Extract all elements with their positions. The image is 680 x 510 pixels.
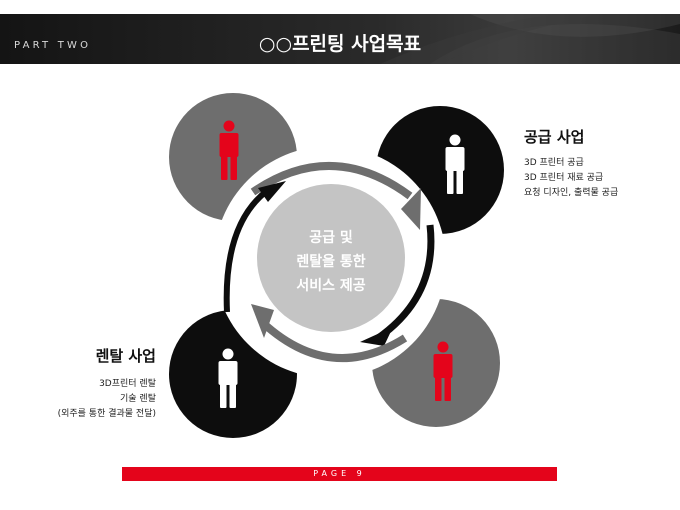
rental-item: 3D프린터 렌탈 (99, 379, 156, 389)
arrow-left-head (258, 181, 286, 202)
page-title: ○○프린팅 사업목표 (258, 33, 422, 55)
header-texture (380, 14, 680, 64)
part-label: PART TWO (14, 40, 92, 51)
supply-item: 요청 디자인, 출력물 공급 (524, 188, 619, 198)
arrow-right-head (360, 327, 393, 346)
arrow-bottom (259, 319, 408, 362)
supply-item: 3D 프린터 공급 (524, 158, 584, 168)
center-text-line-1: 공급 및 (309, 229, 353, 246)
center-circle (257, 184, 405, 332)
center-text-line-3: 서비스 제공 (296, 278, 365, 294)
center-text-line-2: 렌탈을 통한 (296, 253, 365, 270)
header-bar: PART TWO ○○프린팅 사업목표 (0, 14, 680, 64)
arrow-left (223, 187, 270, 313)
supply-title: 공급 사업 (524, 128, 585, 146)
rental-item: 기술 렌탈 (120, 394, 156, 404)
arrow-top-head (401, 188, 421, 230)
arrow-top (250, 162, 413, 200)
rental-title: 렌탈 사업 (95, 347, 156, 365)
supply-item: 3D 프린터 재료 공급 (524, 173, 604, 183)
rental-item: (외주를 통한 결과물 전달) (57, 409, 156, 419)
page-footer: PAGE 9 (122, 467, 557, 481)
arrow-bottom-head (251, 304, 274, 338)
